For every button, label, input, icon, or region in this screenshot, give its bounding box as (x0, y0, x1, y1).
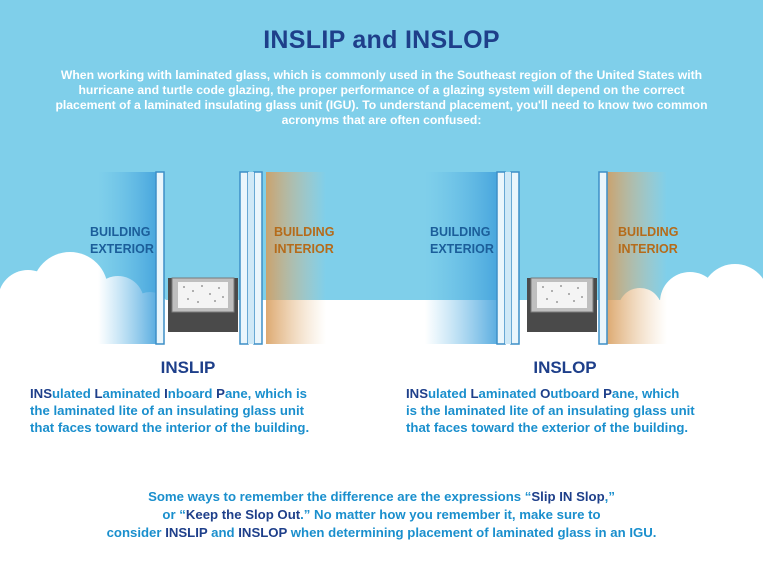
inslop-line1-segment: P (603, 386, 612, 401)
footer-line1-segment: ,” (604, 489, 615, 504)
exterior-label-line2: EXTERIOR (430, 242, 494, 256)
inslip-heading: INSLIP (160, 358, 216, 377)
laminated-pane-a (239, 171, 249, 345)
exterior-gradient (425, 172, 497, 344)
laminated-pane-a (496, 171, 506, 345)
footer-line3-segment: consider (106, 525, 166, 540)
inslip-description: INSulated Laminated Inboard Pane, which … (30, 385, 370, 436)
outer-pane (155, 171, 165, 345)
inslip-line1-segment: aminated (102, 386, 165, 401)
exterior-label-line2: EXTERIOR (90, 242, 154, 256)
inslip-line1-segment: I (164, 386, 168, 401)
inslip-line1-segment: ulated (51, 386, 95, 401)
inslip-line1-segment: nboard (167, 386, 217, 401)
inslop-heading: INSLOP (533, 358, 597, 377)
interlayer (505, 172, 511, 344)
footer-line3-segment: when determining placement of laminated … (287, 525, 657, 540)
footer-line1-segment: Slip IN Slop (531, 489, 605, 504)
footer-line1: Some ways to remember the difference are… (30, 488, 733, 506)
footer-line2-segment: or “ (162, 507, 186, 522)
footer-line3-segment: INSLIP (165, 525, 208, 540)
exterior-label: BUILDING EXTERIOR (430, 224, 494, 258)
laminated-pane-b (510, 171, 520, 345)
laminated-pane-b (253, 171, 263, 345)
inslop-line1-segment: O (540, 386, 551, 401)
inslip-line2: the laminated lite of an insulating glas… (30, 403, 305, 418)
desiccant (537, 282, 587, 308)
footer-line3-segment: INSLOP (238, 525, 288, 540)
inslip-line3: that faces toward the interior of the bu… (30, 420, 310, 435)
inslip-line1-segment: P (216, 386, 225, 401)
inslip-diagram: BUILDING EXTERIOR BUILDING INTERIOR (90, 166, 363, 346)
inslop-line1-segment: ulated (427, 386, 471, 401)
interlayer (248, 172, 254, 344)
interior-gradient (266, 172, 326, 344)
exterior-label-line1: BUILDING (430, 225, 491, 239)
inslip-line1-segment: INS (30, 386, 52, 401)
exterior-label-line1: BUILDING (90, 225, 151, 239)
interior-label: BUILDING INTERIOR (618, 224, 678, 258)
footer-note: Some ways to remember the difference are… (30, 488, 733, 542)
inslip-line1: INSulated Laminated Inboard Pane, which … (30, 385, 370, 402)
inslip-line1-segment: ane, which is (224, 386, 308, 401)
inslop-diagram: BUILDING EXTERIOR BUILDING INTERIOR (425, 166, 690, 346)
exterior-gradient (98, 172, 156, 344)
interior-label-line1: BUILDING (274, 225, 335, 239)
inner-pane (598, 171, 608, 345)
footer-line3: consider INSLIP and INSLOP when determin… (30, 524, 733, 542)
exterior-label: BUILDING EXTERIOR (90, 224, 154, 258)
desiccant (178, 282, 228, 308)
inslop-line2: is the laminated lite of an insulating g… (406, 403, 695, 418)
ground-background (0, 300, 763, 572)
inslop-line1-segment: utboard (550, 386, 604, 401)
page-title: INSLIP and INSLOP (263, 26, 500, 54)
inslop-line1: INSulated Laminated Outboard Pane, which (406, 385, 746, 402)
interior-label-line2: INTERIOR (274, 242, 334, 256)
footer-line1-segment: Some ways to remember the difference are… (148, 489, 532, 504)
inslop-line1-segment: L (470, 386, 479, 401)
interior-gradient (607, 172, 667, 344)
inslop-igu-illustration (425, 171, 667, 345)
interior-label-line2: INTERIOR (618, 242, 678, 256)
inslip-line1-segment: L (94, 386, 103, 401)
footer-line3-segment: and (207, 525, 239, 540)
inslip-igu-illustration (98, 171, 326, 345)
interior-label-line1: BUILDING (618, 225, 679, 239)
footer-line2-segment: Keep the Slop Out (185, 507, 301, 522)
intro-text: When working with laminated glass, which… (55, 68, 708, 127)
inslop-line1-segment: aminated (478, 386, 541, 401)
inslop-line1-segment: INS (406, 386, 428, 401)
footer-line2-segment: .” No matter how you remember it, make s… (300, 507, 601, 522)
interior-label: BUILDING INTERIOR (274, 224, 334, 258)
inslop-line3: that faces toward the exterior of the bu… (406, 420, 689, 435)
inslop-line1-segment: ane, which (611, 386, 680, 401)
inslop-description: INSulated Laminated Outboard Pane, which… (406, 385, 746, 436)
footer-line2: or “Keep the Slop Out.” No matter how yo… (30, 506, 733, 524)
